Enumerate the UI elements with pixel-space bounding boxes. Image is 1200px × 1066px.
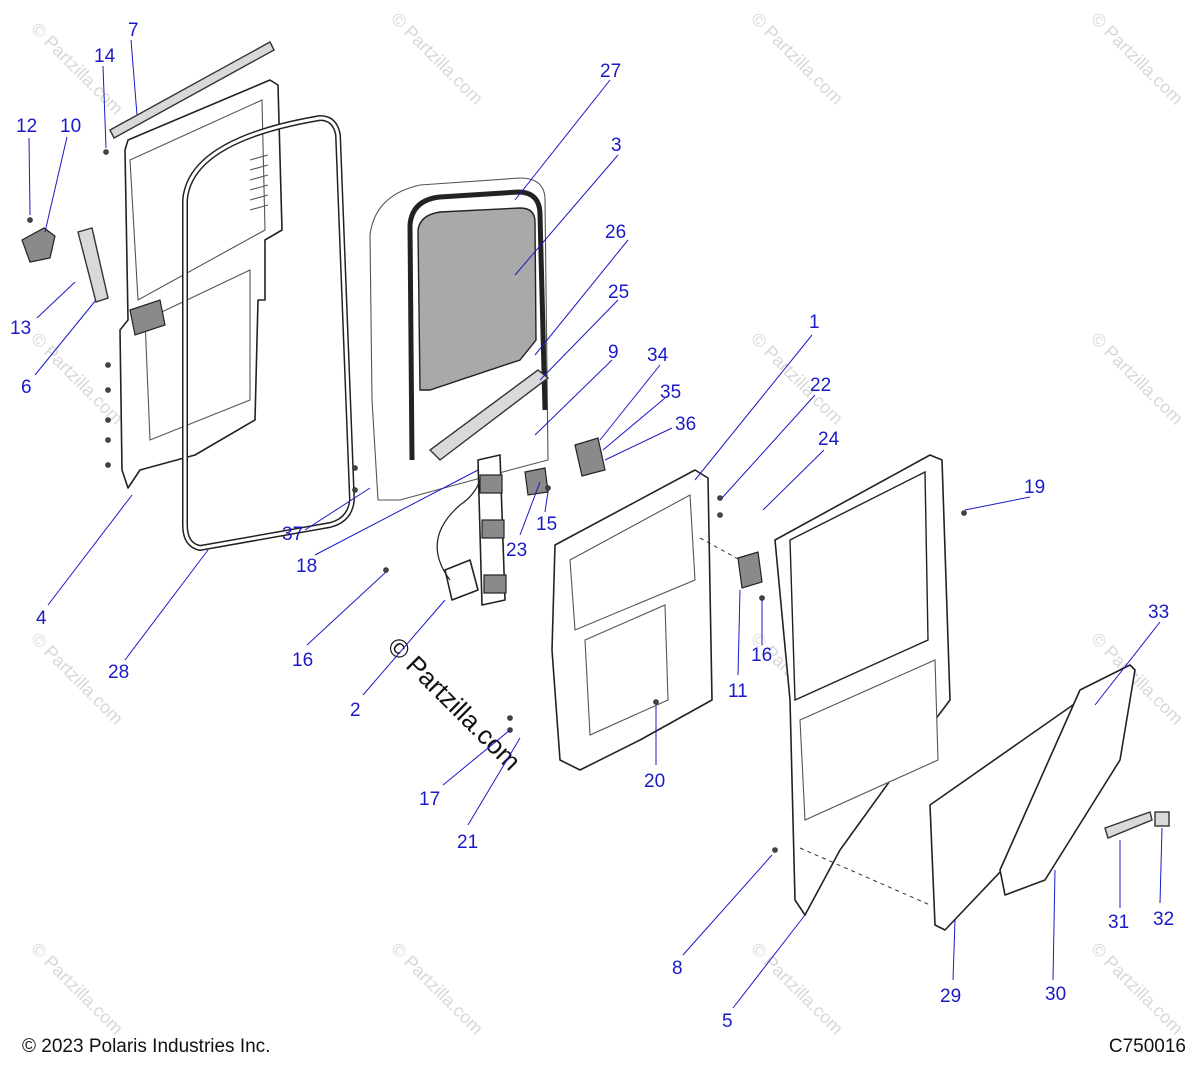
callout-29: 29 [940, 986, 961, 1007]
watermark-text: © Partzilla.com [747, 9, 847, 109]
callout-35: 35 [660, 382, 681, 403]
watermark-text: © Partzilla.com [27, 329, 127, 429]
callout-7: 7 [128, 20, 139, 41]
part-30-trim-panel [999, 664, 1136, 896]
part-4-door-frame [119, 79, 283, 489]
callout-9: 9 [608, 342, 619, 363]
callout-37: 37 [282, 524, 303, 545]
callout-36: 36 [675, 414, 696, 435]
callout-13: 13 [10, 318, 31, 339]
watermark-text: © Partzilla.com [1087, 329, 1187, 429]
callout-10: 10 [60, 116, 81, 137]
callout-32: 32 [1153, 909, 1174, 930]
part-31-handle [1104, 811, 1153, 839]
leader-lines [28, 39, 1163, 1009]
part-1-door-structure [551, 469, 713, 771]
callout-25: 25 [608, 282, 629, 303]
part-regulator [436, 454, 507, 606]
watermark-text: © Partzilla.com [387, 9, 487, 109]
callout-5: 5 [722, 1011, 733, 1032]
callout-33: 33 [1148, 602, 1169, 623]
callout-30: 30 [1045, 984, 1066, 1005]
callout-34: 34 [647, 345, 669, 366]
part-11-latch [737, 551, 763, 589]
partzilla-watermark: © Partzilla.com [382, 631, 527, 776]
callout-26: 26 [605, 222, 626, 243]
callout-23: 23 [506, 540, 527, 561]
callout-14: 14 [94, 46, 116, 67]
part-10-latch [21, 227, 56, 263]
callout-11: 11 [728, 681, 748, 702]
callout-19: 19 [1024, 477, 1045, 498]
diagram-code: C750016 [1108, 1036, 1186, 1057]
watermark-text: © Partzilla.com [27, 939, 127, 1039]
part-5-outer-door [774, 454, 951, 916]
watermark-text: © Partzilla.com [747, 939, 847, 1039]
watermark-text: © Partzilla.com [1087, 9, 1187, 109]
part-28-door-seal-inner [183, 116, 354, 550]
callout-22: 22 [810, 375, 831, 396]
part-6-handle [77, 227, 109, 303]
watermark-text: © Partzilla.com [27, 19, 127, 119]
watermark-text: © Partzilla.com [1087, 939, 1187, 1039]
part-7-strip [109, 41, 275, 139]
callout-3: 3 [611, 135, 622, 156]
callout-27: 27 [600, 61, 621, 82]
callout-20: 20 [644, 771, 665, 792]
callout-21: 21 [457, 832, 478, 853]
part-27-glass-channel [407, 189, 548, 461]
callout-2: 2 [350, 700, 361, 721]
callout-16b: 16 [751, 645, 772, 666]
callout-15: 15 [536, 514, 557, 535]
watermark-text: © Partzilla.com [387, 939, 487, 1039]
callout-31: 31 [1108, 912, 1129, 933]
callout-6: 6 [21, 377, 32, 398]
callout-24: 24 [818, 429, 840, 450]
callout-labels: 7 14 12 10 13 6 4 28 27 3 26 25 9 34 35 … [10, 20, 1174, 1032]
callout-28: 28 [108, 662, 129, 683]
callout-8: 8 [672, 958, 683, 979]
callout-17: 17 [419, 789, 440, 810]
part-34-hinge [574, 437, 606, 477]
part-25-run-channel [428, 369, 550, 461]
watermark-text: © Partzilla.com [747, 329, 847, 429]
callout-1: 1 [809, 312, 820, 333]
callout-12: 12 [16, 116, 37, 137]
part-3-glass [417, 207, 537, 391]
part-32-cap [1154, 811, 1170, 827]
callout-16a: 16 [292, 650, 313, 671]
callout-18: 18 [296, 556, 317, 577]
screws [27, 149, 967, 853]
copyright-notice: © 2023 Polaris Industries Inc. [22, 1036, 271, 1057]
callout-4: 4 [36, 608, 47, 629]
